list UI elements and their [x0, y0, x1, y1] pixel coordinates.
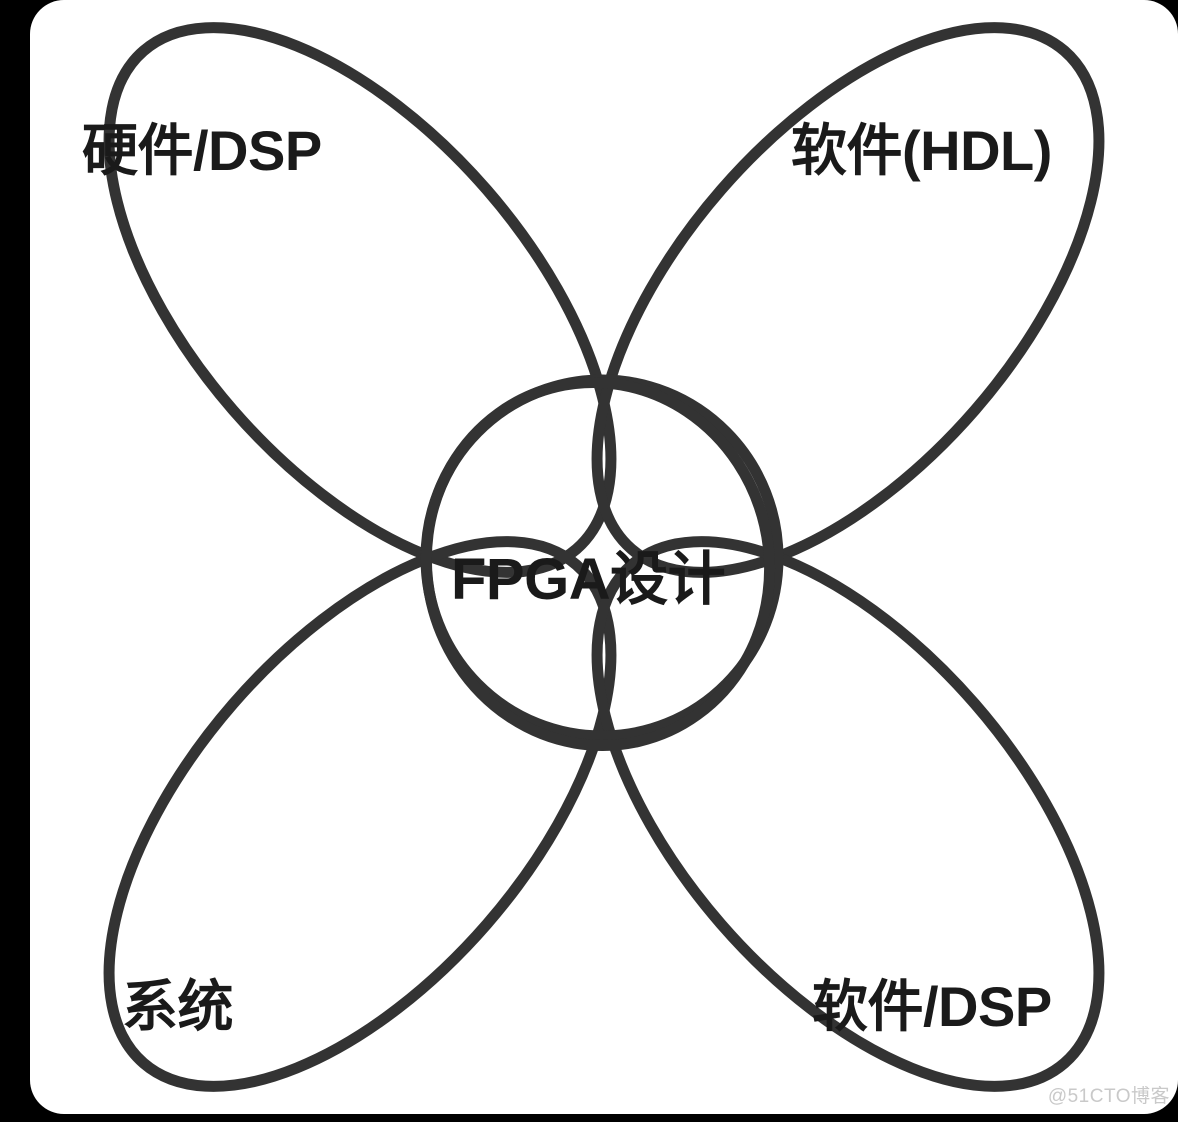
- region-label-software-hdl: 软件(HDL): [791, 119, 1052, 182]
- region-label-fpga-design: FPGA设计: [451, 547, 726, 612]
- region-label-software-dsp: 软件/DSP: [812, 975, 1052, 1038]
- diagram-page: 硬件/DSP 软件(HDL) 系统 软件/DSP FPGA设计 @51CTO博客: [30, 0, 1178, 1114]
- region-label-hardware-dsp: 硬件/DSP: [82, 119, 322, 182]
- region-label-system: 系统: [122, 975, 234, 1038]
- watermark: @51CTO博客: [1047, 1086, 1170, 1107]
- venn-diagram-svg: [103, 22, 1105, 1092]
- ellipse-software-dsp: [591, 536, 1105, 1092]
- ellipse-software-hdl: [591, 22, 1105, 578]
- ellipse-hardware-dsp: [103, 22, 617, 578]
- ellipse-system: [103, 536, 617, 1092]
- ellipse-center-secondary: [420, 377, 776, 751]
